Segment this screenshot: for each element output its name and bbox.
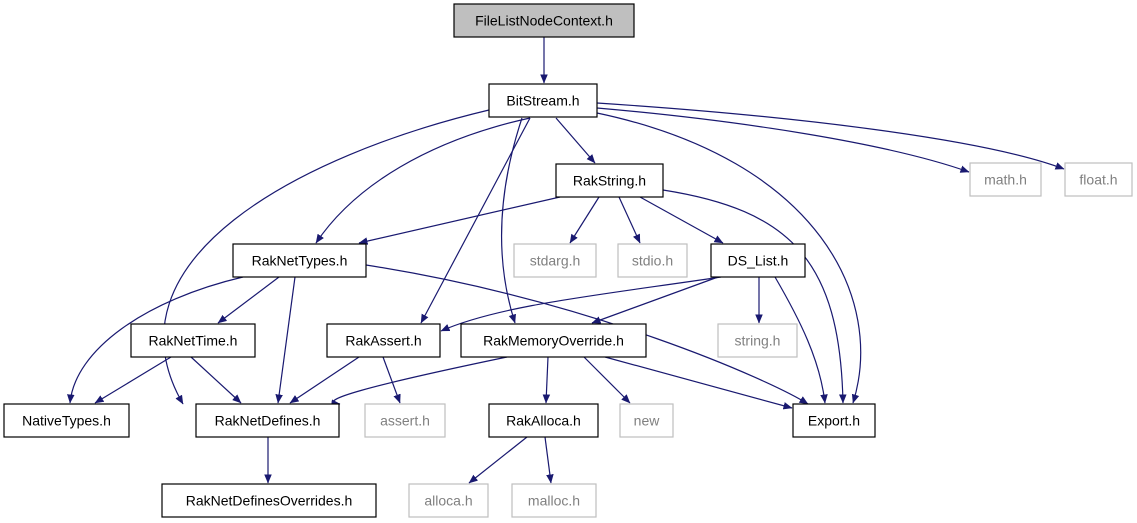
node-label: stdio.h: [632, 253, 673, 269]
edge-bitstream-to-raknettypes: [315, 117, 531, 244]
edge-rakalloca-to-alloca: [468, 436, 528, 484]
node-label: RakAssert.h: [345, 333, 421, 349]
edge-raknettypes-to-raknettime: [217, 276, 280, 324]
node-label: stdarg.h: [530, 253, 581, 269]
node-ds_list[interactable]: DS_List.h: [710, 243, 806, 278]
node-label: assert.h: [380, 413, 430, 429]
node-bitstream[interactable]: BitStream.h: [488, 83, 598, 118]
node-box: [488, 83, 598, 118]
edge-raknettime-to-raknetdefines: [190, 356, 242, 404]
node-label: RakAlloca.h: [506, 413, 581, 429]
node-box: [460, 323, 647, 358]
nodes-layer: FileListNodeContext.hBitStream.hRakStrin…: [3, 3, 1133, 518]
node-float: float.h: [1064, 162, 1133, 197]
node-box: [326, 323, 441, 358]
node-math: math.h: [969, 162, 1042, 197]
node-label: NativeTypes.h: [22, 413, 111, 429]
node-label: RakNetTypes.h: [252, 253, 348, 269]
edge-rakmemoryoverride-to-rakalloca: [542, 356, 551, 404]
node-box: [232, 243, 367, 278]
node-box: [408, 483, 489, 518]
edge-rakstring-to-export: [662, 189, 847, 404]
node-label: string.h: [735, 333, 781, 349]
node-box: [617, 243, 688, 278]
node-box: [195, 403, 340, 438]
edge-bitstream-to-export: [596, 112, 862, 404]
node-raknetdefines[interactable]: RakNetDefines.h: [195, 403, 340, 438]
edge-rakassert-to-assert: [382, 356, 401, 404]
node-label: RakMemoryOverride.h: [483, 333, 624, 349]
node-label: math.h: [984, 172, 1027, 188]
edge-rakmemoryoverride-to-export: [604, 356, 793, 410]
node-stdio: stdio.h: [617, 243, 688, 278]
node-box: [710, 243, 806, 278]
node-raknettypes[interactable]: RakNetTypes.h: [232, 243, 367, 278]
node-rakalloca[interactable]: RakAlloca.h: [488, 403, 599, 438]
node-box: [453, 3, 635, 38]
edge-rakstring-to-ds_list: [639, 196, 724, 244]
edge-raknettypes-to-nativetypes: [67, 276, 244, 404]
node-box: [1064, 162, 1133, 197]
edge-rakassert-to-raknetdefines: [289, 356, 360, 404]
node-rakassert[interactable]: RakAssert.h: [326, 323, 441, 358]
node-label: float.h: [1079, 172, 1117, 188]
node-nativetypes[interactable]: NativeTypes.h: [3, 403, 130, 438]
node-stdarg: stdarg.h: [513, 243, 597, 278]
edge-bitstream-to-float: [596, 102, 1065, 170]
node-box: [488, 403, 599, 438]
node-label: RakNetDefines.h: [215, 413, 321, 429]
node-box: [3, 403, 130, 438]
node-label: alloca.h: [424, 493, 472, 509]
edge-rakstring-to-raknettypes: [358, 196, 561, 245]
node-label: Export.h: [808, 413, 860, 429]
node-assert: assert.h: [364, 403, 446, 438]
node-alloca: alloca.h: [408, 483, 489, 518]
edge-rakstring-to-stdio: [618, 196, 641, 244]
node-box: [555, 163, 664, 198]
node-label: RakNetTime.h: [149, 333, 238, 349]
edge-rakstring-to-stdarg: [569, 196, 600, 244]
node-raknetdefinesoverrides[interactable]: RakNetDefinesOverrides.h: [161, 483, 377, 518]
node-box: [130, 323, 256, 358]
node-box: [364, 403, 446, 438]
node-box: [513, 243, 597, 278]
edge-bitstream-to-rakstring: [555, 117, 596, 164]
edge-rakalloca-to-malloc: [544, 436, 554, 484]
node-label: BitStream.h: [506, 93, 579, 109]
edge-bitstream-to-rakmemoryoverride: [500, 117, 523, 324]
node-string: string.h: [717, 323, 798, 358]
edge-raknettime-to-nativetypes: [94, 356, 172, 404]
node-malloc: malloc.h: [511, 483, 597, 518]
node-box: [969, 162, 1042, 197]
node-filelistnodecontext[interactable]: FileListNodeContext.h: [453, 3, 635, 38]
edge-raknettypes-to-export: [365, 264, 809, 405]
node-rakstring[interactable]: RakString.h: [555, 163, 664, 198]
edge-rakmemoryoverride-to-new: [583, 356, 631, 404]
node-label: new: [634, 413, 661, 429]
node-label: RakString.h: [573, 173, 646, 189]
node-box: [161, 483, 377, 518]
edge-rakmemoryoverride-to-raknetdefines: [331, 356, 508, 407]
node-box: [792, 403, 876, 438]
node-box: [717, 323, 798, 358]
node-rakmemoryoverride[interactable]: RakMemoryOverride.h: [460, 323, 647, 358]
edge-bitstream-to-math: [596, 107, 970, 173]
node-raknettime[interactable]: RakNetTime.h: [130, 323, 256, 358]
edge-raknettypes-to-raknetdefines: [275, 276, 296, 404]
edge-bitstream-to-rakassert: [420, 117, 531, 324]
edge-ds_list-to-export: [774, 276, 828, 404]
edge-ds_list-to-rakassert: [440, 276, 722, 332]
node-label: FileListNodeContext.h: [475, 13, 613, 29]
node-box: [619, 403, 674, 438]
node-box: [511, 483, 597, 518]
node-export[interactable]: Export.h: [792, 403, 876, 438]
node-label: RakNetDefinesOverrides.h: [186, 493, 353, 509]
node-label: DS_List.h: [728, 253, 789, 269]
edge-ds_list-to-rakmemoryoverride: [591, 276, 719, 324]
node-label: malloc.h: [528, 493, 580, 509]
node-new: new: [619, 403, 674, 438]
